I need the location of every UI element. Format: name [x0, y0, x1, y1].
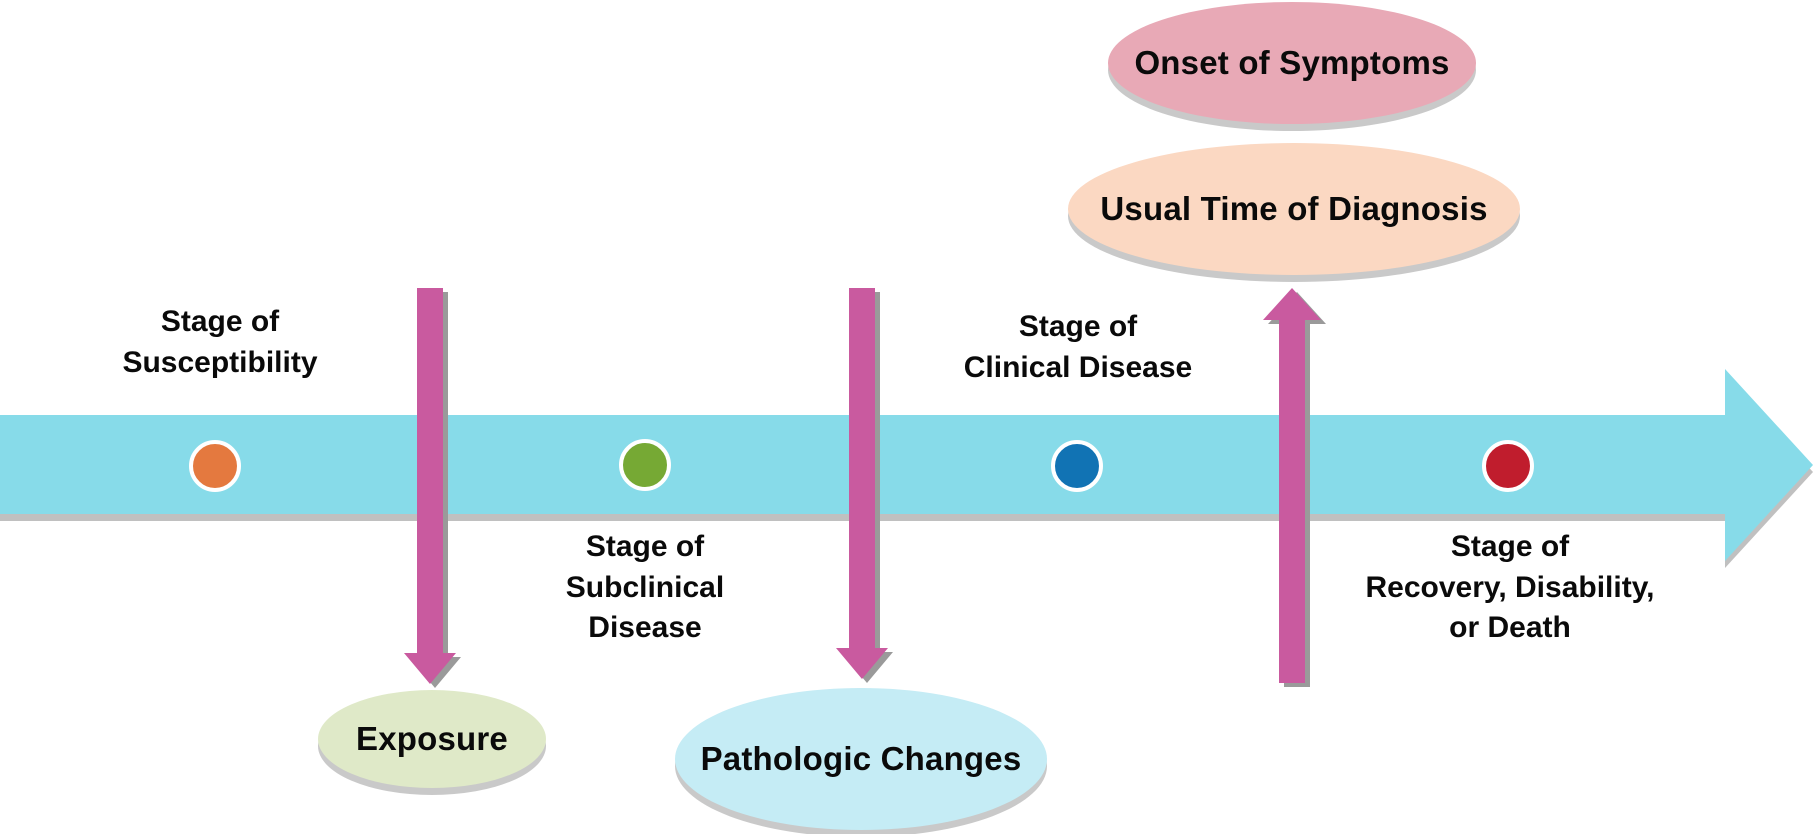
stage-label-subclinical: Stage of Subclinical Disease	[495, 527, 795, 649]
stage-label-recovery: Stage of Recovery, Disability, or Death	[1335, 527, 1685, 649]
clinical-marker-dot	[1051, 440, 1103, 492]
stage-label-line: Susceptibility	[122, 345, 318, 379]
stage-label-line: Recovery, Disability,	[1365, 570, 1655, 604]
stage-label-clinical: Stage of Clinical Disease	[928, 307, 1228, 388]
down-arrow-head-icon	[836, 648, 888, 679]
down-arrow-head-icon	[404, 653, 456, 684]
susceptibility-marker-dot	[189, 440, 241, 492]
onset-of-symptoms-bubble: Onset of Symptoms	[1108, 2, 1476, 124]
up-arrow-head-icon	[1263, 288, 1321, 320]
pathologic-changes-bubble: Pathologic Changes	[675, 688, 1047, 830]
arrow-shaft	[417, 288, 443, 653]
arrow-shaft	[849, 288, 875, 648]
stage-label-line: Disease	[588, 611, 702, 644]
bubble-label: Exposure	[356, 720, 508, 757]
recovery-marker-dot	[1482, 440, 1534, 492]
stage-label-susceptibility: Stage of Susceptibility	[70, 302, 370, 383]
stage-label-line: Stage of	[1018, 310, 1138, 343]
bubble-label: Usual Time of Diagnosis	[1100, 190, 1488, 227]
stage-label-line: Stage of	[1450, 530, 1570, 563]
bubble-label: Onset of Symptoms	[1134, 44, 1450, 81]
usual-time-of-diagnosis-bubble: Usual Time of Diagnosis	[1068, 143, 1520, 275]
stage-label-line: Stage of	[585, 530, 705, 563]
arrow-shaft	[1279, 320, 1305, 683]
stage-label-line: Subclinical	[565, 570, 725, 604]
subclinical-marker-dot	[619, 439, 671, 491]
exposure-bubble: Exposure	[318, 690, 546, 788]
stage-label-line: Stage of	[160, 305, 280, 338]
bubble-label: Pathologic Changes	[700, 740, 1022, 777]
right-arrow-head-icon	[1725, 369, 1813, 561]
stage-label-line: or Death	[1449, 611, 1571, 644]
stage-label-line: Clinical Disease	[963, 350, 1193, 384]
